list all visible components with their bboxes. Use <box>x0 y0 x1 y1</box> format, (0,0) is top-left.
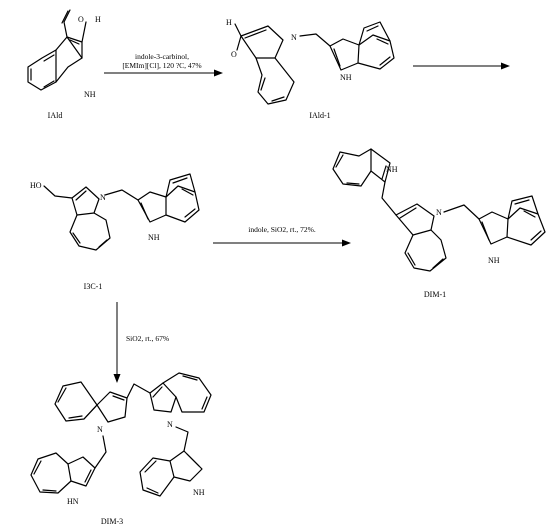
label-i3c1: I3C-1 <box>84 282 103 291</box>
atom-nh: NH <box>84 90 96 99</box>
conditions-r4: SiO2, rt., 67% <box>126 334 169 343</box>
molecule-dim1: NH N NH DIM-1 <box>332 148 546 299</box>
atom-n: N <box>167 420 173 429</box>
atom-nh: NH <box>148 233 160 242</box>
atom-h: H <box>95 15 101 24</box>
arrow-reaction-1: indole-3-carbinol, [EMIm][Cl], 120 ?C, 4… <box>104 52 223 77</box>
atom-h: H <box>226 18 232 27</box>
atom-n: N <box>291 33 297 42</box>
atom-nh: NH <box>193 488 205 497</box>
arrow-reaction-3: indole, SiO2, rt., 72%. <box>213 225 351 247</box>
arrow-reaction-4: SiO2, rt., 67% <box>113 302 169 383</box>
molecule-dim3: N HN N NH DIM-3 <box>30 372 212 526</box>
label-dim1: DIM-1 <box>424 290 446 299</box>
conditions-r3: indole, SiO2, rt., 72%. <box>248 225 316 234</box>
atom-n: N <box>100 193 106 202</box>
atom-o: O <box>231 50 237 59</box>
atom-n: N <box>436 208 442 217</box>
atom-nh: NH <box>488 256 500 265</box>
conditions-r1-line2: [EMIm][Cl], 120 ?C, 47% <box>122 61 201 70</box>
conditions-r1-line1: indole-3-carbinol, <box>135 52 189 61</box>
atom-nh: NH <box>386 165 398 174</box>
molecule-i3c1: HO N NH I3C-1 <box>30 173 200 291</box>
atom-hn: HN <box>67 497 79 506</box>
label-dim3: DIM-3 <box>101 517 123 526</box>
label-iald1: IAld-1 <box>309 111 330 120</box>
label-iald: IAld <box>48 111 63 120</box>
arrow-reaction-2 <box>413 62 510 70</box>
molecule-iald1: H O N NH IAld-1 <box>226 18 395 120</box>
molecule-iald: O H NH IAld <box>27 9 101 120</box>
atom-o: O <box>78 15 84 24</box>
atom-ho: HO <box>30 181 42 190</box>
atom-nh: NH <box>340 73 352 82</box>
atom-n: N <box>97 425 103 434</box>
